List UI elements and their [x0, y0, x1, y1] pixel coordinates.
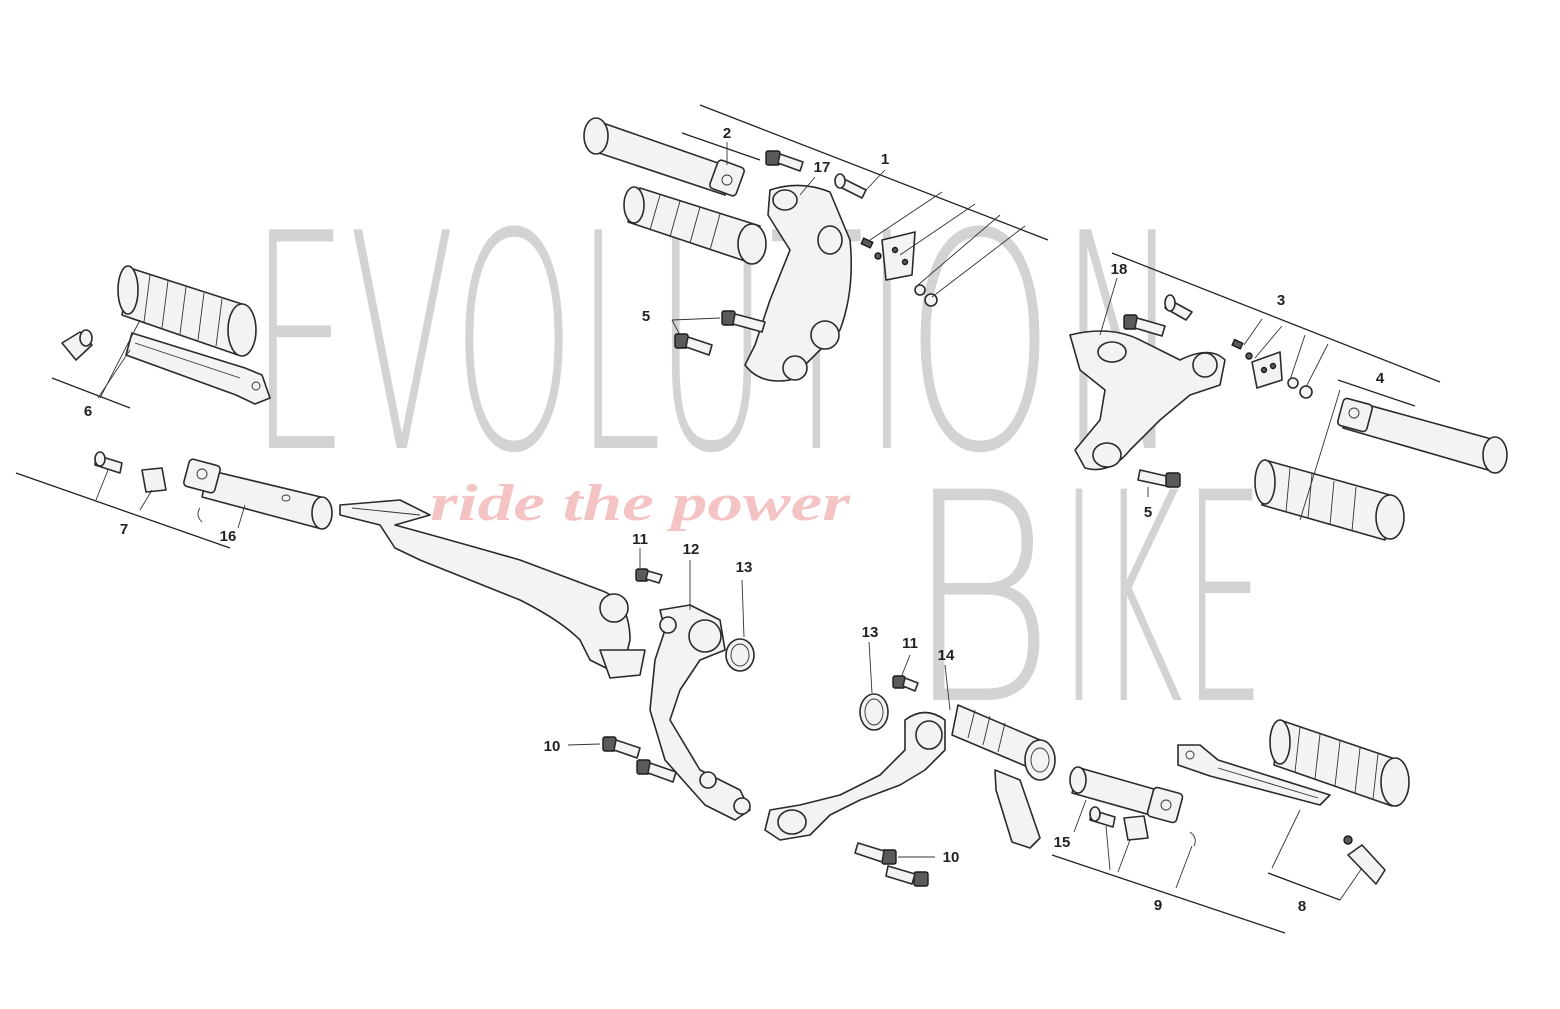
- callout-11-right: 11: [902, 635, 918, 652]
- brake-pedal: [339, 499, 646, 679]
- footpeg-group-8: [1177, 719, 1410, 901]
- callout-13-left: 13: [736, 559, 753, 576]
- callout-6: 6: [84, 403, 92, 420]
- bolt-top: [765, 150, 804, 172]
- footpeg-group-front-right: [1069, 252, 1508, 541]
- footpeg-group-9: [1051, 766, 1286, 934]
- callout-7: 7: [120, 521, 128, 538]
- footpeg-group-7: [15, 451, 333, 549]
- callout-9: 9: [1154, 897, 1162, 914]
- footpeg-shaft-15: [1069, 766, 1184, 824]
- pedal-bracket-12: [649, 604, 751, 821]
- callout-14: 14: [938, 647, 955, 664]
- footpeg-base-8: [1177, 744, 1331, 806]
- callout-10-right: 10: [943, 849, 960, 866]
- callout-16: 16: [220, 528, 237, 545]
- watermark-word-ike: IKE: [1060, 432, 1265, 769]
- callout-17: 17: [814, 159, 831, 176]
- shifter-peg: [951, 704, 1056, 849]
- footpeg-group-front-left: [583, 104, 1049, 382]
- footpeg-rubber-6: [117, 265, 257, 357]
- pedal-bracket-14: [764, 711, 946, 841]
- footpeg-shaft-16: [183, 458, 333, 530]
- callout-5-left: 5: [642, 308, 650, 325]
- bolts-5-left: [671, 310, 766, 356]
- pedal-bracket-group-12: [567, 548, 755, 821]
- footpeg-shaft-2: [583, 117, 745, 197]
- callout-15: 15: [1054, 834, 1071, 851]
- callout-11-left: 11: [632, 531, 648, 548]
- callout-2: 2: [723, 125, 731, 142]
- pedal-bracket-group-14: [764, 641, 1056, 887]
- callout-13-right: 13: [862, 624, 879, 641]
- footpeg-rubber-2: [623, 186, 767, 265]
- watermark-letter-o: O: [905, 170, 1055, 519]
- bracket-17: [744, 184, 853, 382]
- callout-10-left: 10: [544, 738, 561, 755]
- callout-18: 18: [1111, 261, 1128, 278]
- footpeg-shaft-4: [1336, 397, 1508, 474]
- callout-12: 12: [683, 541, 700, 558]
- footpeg-base-6: [125, 332, 271, 405]
- callout-1: 1: [881, 151, 889, 168]
- callout-3: 3: [1277, 292, 1285, 309]
- footpeg-rubber-4: [1254, 459, 1405, 541]
- callout-labels: 1 2 17 5 18 3 4 5 6 7 16 11 12 13 13 11 …: [84, 125, 1385, 915]
- callout-8: 8: [1298, 898, 1306, 915]
- watermark-tagline: ride the power: [430, 475, 851, 532]
- bracket-18: [1069, 330, 1226, 471]
- footpeg-rubber-8: [1269, 719, 1410, 807]
- callout-4: 4: [1376, 370, 1385, 387]
- callout-5-right: 5: [1144, 504, 1152, 521]
- footpeg-group-6: [51, 265, 271, 409]
